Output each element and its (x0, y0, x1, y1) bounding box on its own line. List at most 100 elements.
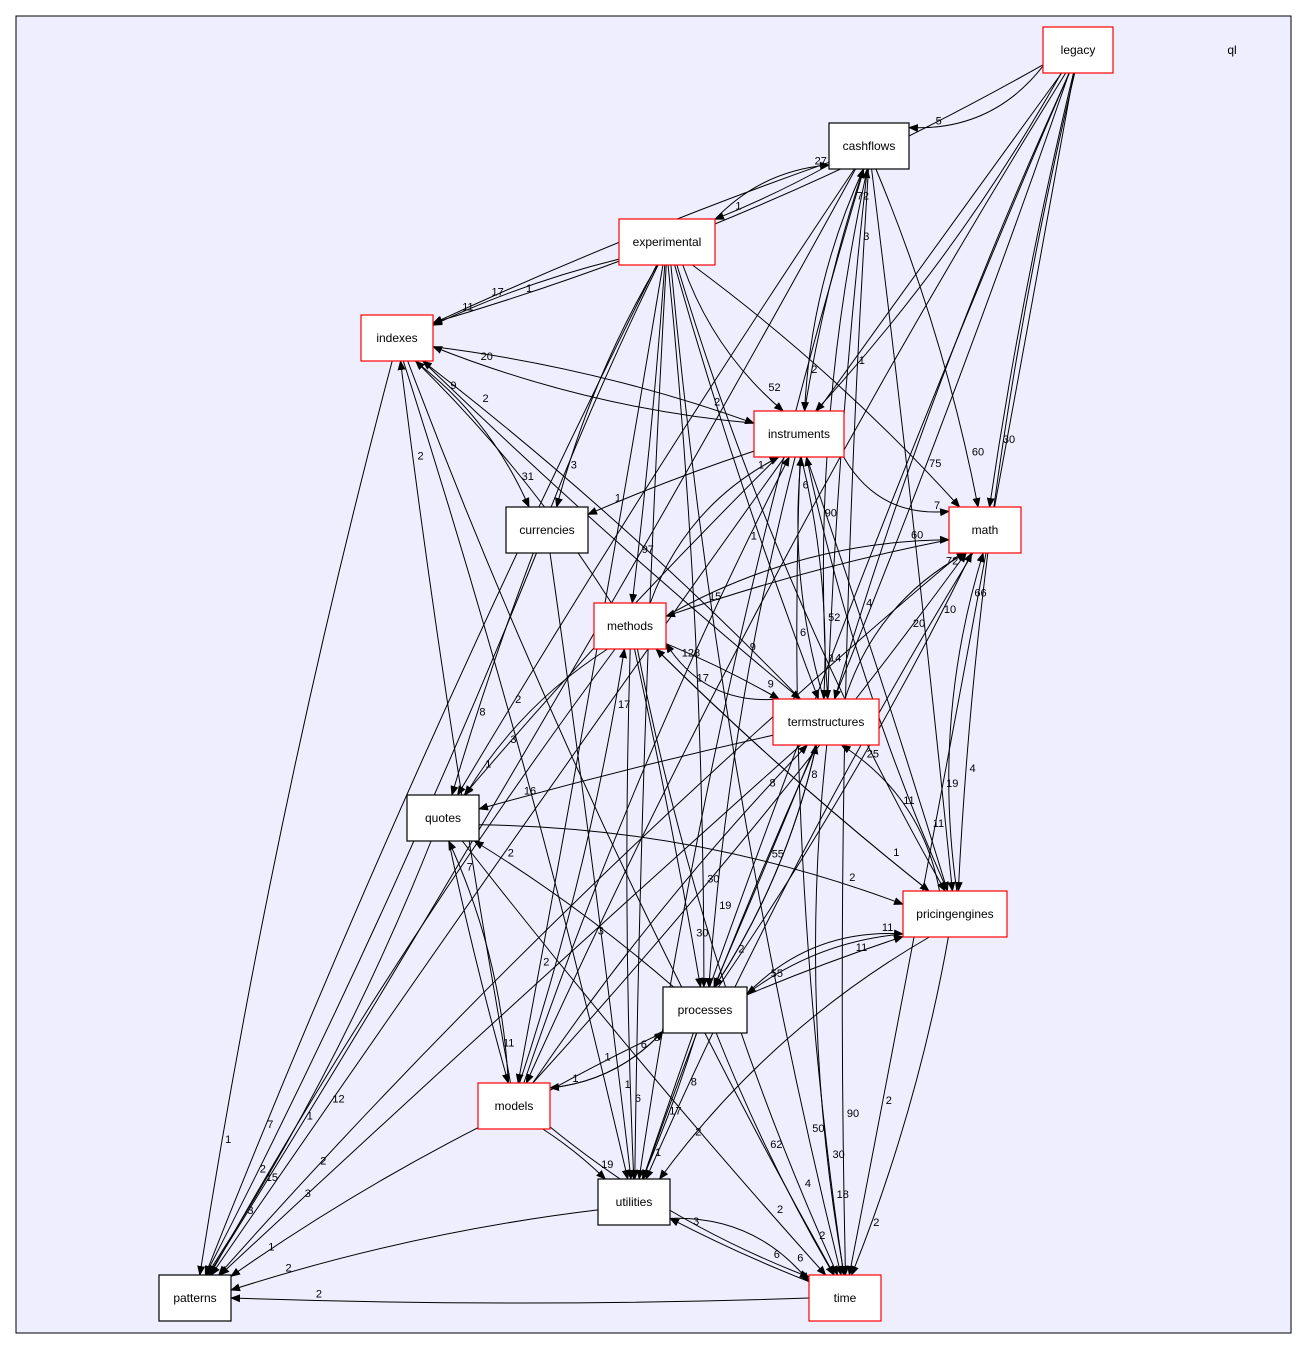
edge-instruments-to-time[interactable] (796, 456, 847, 1276)
edge-processes-to-pricingengines[interactable] (746, 929, 904, 995)
edge-models-to-termstructures[interactable] (532, 744, 808, 1084)
edge-methods-to-math[interactable] (665, 535, 950, 617)
edge-processes-to-math[interactable] (717, 552, 973, 988)
edge-instruments-to-processes[interactable] (705, 456, 796, 988)
node-box-models[interactable] (477, 1082, 551, 1130)
edge-time-to-utilities[interactable] (669, 1217, 810, 1283)
edge-instruments-to-math[interactable] (843, 456, 950, 517)
edge-models-to-quotes[interactable] (448, 840, 509, 1084)
edge-pricingengines-to-termstructures[interactable] (840, 744, 940, 892)
edge-math-to-patterns[interactable] (218, 552, 962, 1276)
edge-experimental-to-pricingengines[interactable] (676, 264, 946, 892)
edge-instruments-to-indexes[interactable] (432, 346, 755, 424)
edge-currencies-to-patterns[interactable] (205, 552, 537, 1276)
edge-pricingengines-to-time[interactable] (851, 936, 949, 1276)
node-box-experimental[interactable] (618, 218, 716, 266)
edge-legacy-to-indexes[interactable] (432, 64, 1044, 325)
node-box-time[interactable] (808, 1274, 882, 1322)
edge-experimental-to-math[interactable] (692, 264, 961, 508)
edge-methods-to-quotes[interactable] (464, 648, 608, 796)
node-box-methods[interactable] (593, 602, 667, 650)
edge-currencies-to-utilities[interactable] (549, 552, 634, 1180)
edge-math-to-methods[interactable] (665, 539, 950, 618)
node-box-processes[interactable] (662, 986, 748, 1034)
edge-time-to-patterns[interactable] (230, 1294, 810, 1304)
edge-processes-to-utilities[interactable] (642, 1032, 697, 1180)
edge-quotes-to-models[interactable] (448, 840, 510, 1084)
edge-experimental-to-processes[interactable] (667, 264, 708, 988)
edge-cashflows-to-experimental[interactable] (714, 164, 830, 220)
edge-legacy-to-instruments[interactable] (815, 72, 1062, 412)
edge-termstructures-to-instruments[interactable] (796, 456, 825, 700)
node-box-currencies[interactable] (505, 506, 589, 554)
edge-methods-to-indexes[interactable] (414, 360, 612, 604)
node-quotes[interactable]: quotes (406, 794, 480, 842)
node-models[interactable]: models (477, 1082, 551, 1130)
edge-experimental-to-instruments[interactable] (682, 264, 784, 412)
edge-models-to-instruments[interactable] (523, 456, 790, 1084)
edge-methods-to-utilities[interactable] (626, 648, 638, 1180)
edge-legacy-to-math[interactable] (986, 72, 1074, 508)
edge-legacy-to-termstructures[interactable] (833, 72, 1070, 700)
node-currencies[interactable]: currencies (505, 506, 589, 554)
edge-cashflows-to-quotes[interactable] (457, 168, 855, 796)
node-processes[interactable]: processes (662, 986, 748, 1034)
edge-experimental-to-methods[interactable] (629, 264, 666, 604)
edge-instruments-to-termstructures[interactable] (800, 456, 829, 700)
node-methods[interactable]: methods (593, 602, 667, 650)
edge-models-to-methods[interactable] (519, 648, 627, 1084)
edge-processes-to-time[interactable] (715, 1032, 835, 1276)
edge-pricingengines-to-math[interactable] (948, 552, 985, 892)
edge-cashflows-to-pricingengines[interactable] (871, 168, 956, 892)
edge-models-to-indexes[interactable] (397, 360, 511, 1084)
edge-legacy-to-processes[interactable] (713, 72, 1070, 988)
node-indexes[interactable]: indexes (360, 314, 434, 362)
edge-methods-to-time[interactable] (636, 648, 839, 1276)
edge-utilities-to-patterns[interactable] (230, 1209, 599, 1292)
edge-termstructures-to-indexes[interactable] (421, 360, 801, 700)
edge-termstructures-to-math[interactable] (844, 552, 967, 700)
node-pricingengines[interactable]: pricingengines (902, 890, 1008, 938)
edge-models-to-patterns[interactable] (230, 1127, 479, 1277)
edge-quotes-to-pricingengines[interactable] (478, 824, 904, 905)
node-box-cashflows[interactable] (828, 122, 910, 170)
node-box-legacy[interactable] (1042, 26, 1114, 74)
edge-quotes-to-time[interactable] (461, 840, 827, 1276)
edge-termstructures-to-methods[interactable] (665, 642, 780, 701)
node-box-termstructures[interactable] (772, 698, 880, 746)
edge-indexes-to-time[interactable] (407, 360, 835, 1276)
edge-indexes-to-instruments[interactable] (432, 346, 755, 425)
edge-termstructures-to-utilities[interactable] (642, 744, 818, 1180)
edge-termstructures-to-patterns[interactable] (219, 744, 802, 1276)
edge-methods-to-termstructures[interactable] (665, 643, 780, 700)
edge-experimental-to-models[interactable] (515, 264, 664, 1084)
node-time[interactable]: time (808, 1274, 882, 1322)
edge-indexes-to-patterns[interactable] (197, 360, 393, 1276)
edge-math-to-utilities[interactable] (645, 552, 974, 1180)
node-box-utilities[interactable] (597, 1178, 671, 1226)
edge-pricingengines-to-utilities[interactable] (659, 936, 930, 1180)
edge-cashflows-to-patterns[interactable] (207, 168, 856, 1276)
node-experimental[interactable]: experimental (618, 218, 716, 266)
node-math[interactable]: math (948, 506, 1022, 554)
edge-legacy-to-models[interactable] (525, 72, 1067, 1084)
edge-termstructures-to-quotes[interactable] (478, 734, 774, 811)
edge-termstructures-to-time[interactable] (815, 744, 847, 1276)
node-box-pricingengines[interactable] (902, 890, 1008, 938)
edge-processes-to-termstructures[interactable] (714, 744, 819, 988)
edge-experimental-to-indexes[interactable] (432, 258, 620, 326)
node-box-math[interactable] (948, 506, 1022, 554)
edge-pricingengines-to-instruments[interactable] (804, 456, 948, 892)
edge-legacy-to-cashflows[interactable] (908, 65, 1044, 133)
edge-legacy-to-time[interactable] (847, 72, 1075, 1276)
node-instruments[interactable]: instruments (753, 410, 845, 458)
edge-legacy-to-pricingengines[interactable] (954, 72, 1076, 892)
edge-cashflows-to-instruments[interactable] (801, 168, 864, 412)
edge-experimental-to-utilities[interactable] (630, 264, 667, 1180)
node-box-quotes[interactable] (406, 794, 480, 842)
node-patterns[interactable]: patterns (158, 1274, 232, 1322)
edge-experimental-to-cashflows[interactable] (714, 161, 830, 220)
edge-models-to-utilities[interactable] (542, 1128, 607, 1180)
edge-methods-to-patterns[interactable] (209, 648, 616, 1276)
edge-models-to-processes[interactable] (549, 1030, 664, 1089)
